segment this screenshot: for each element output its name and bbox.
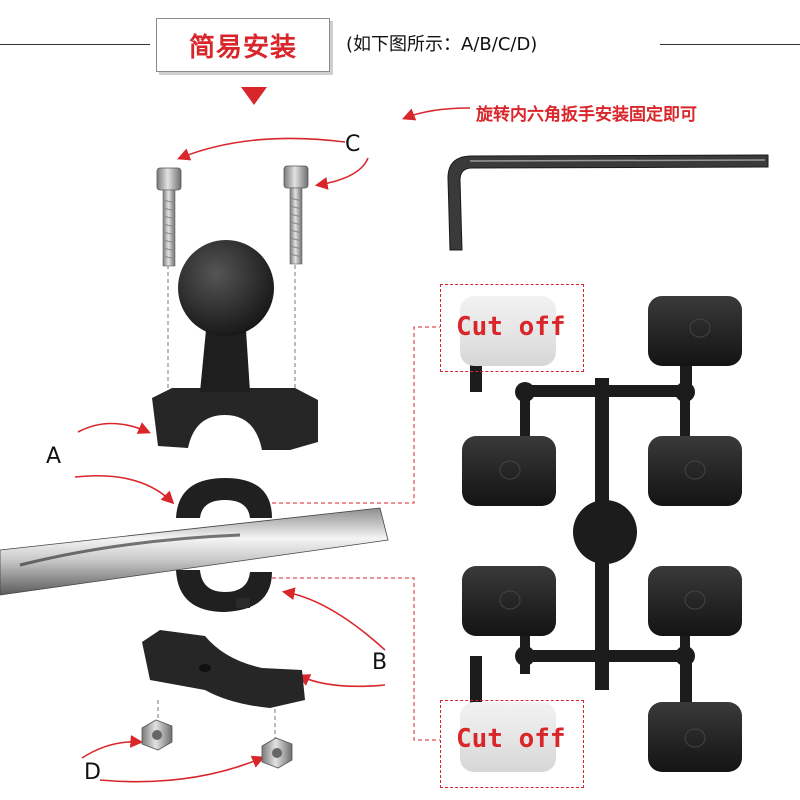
arrow-c-left: [177, 137, 346, 161]
arrow-c-right: [314, 157, 369, 190]
insert-mid-left: [462, 436, 556, 506]
cut-off-box-top: [440, 284, 584, 372]
screw-left: [156, 167, 182, 267]
handlebar-tube: [0, 507, 389, 596]
down-arrow-icon: [241, 87, 267, 105]
label-b: B: [372, 650, 388, 675]
page-title: 简易安装: [188, 32, 297, 63]
title-box: 简易安装: [156, 18, 330, 72]
nut-left: [141, 719, 173, 751]
insert-bottom-right: [648, 702, 742, 772]
sprue-frame: [470, 342, 695, 706]
insert-lower-right: [648, 566, 742, 636]
header-left-line: [0, 44, 150, 45]
hex-wrench-instruction: 旋转内六角扳手安装固定即可: [476, 105, 697, 125]
arrow-a-bottom: [74, 474, 175, 505]
label-c: C: [345, 132, 361, 157]
hex-wrench: [447, 154, 769, 251]
cut-off-box-bottom: [440, 700, 584, 788]
insert-cut-top: [460, 296, 556, 366]
arrow-b-bottom: [297, 674, 386, 688]
insert-mid-right: [648, 436, 742, 506]
arrow-wrench: [402, 107, 471, 121]
pointer-arrows: [74, 107, 471, 783]
arrow-b-top: [281, 587, 386, 651]
arrow-d-top: [81, 734, 144, 759]
insert-top-right: [648, 296, 742, 366]
label-d: D: [84, 760, 101, 785]
clamp-upper-half: [176, 478, 272, 518]
nut-right: [261, 737, 293, 769]
clamp-lower-half: [176, 570, 272, 612]
clamp-b: [142, 630, 305, 708]
insert-lower-left: [462, 566, 556, 636]
label-a: A: [46, 444, 62, 469]
header-right-line: [660, 44, 800, 45]
arrow-d-bottom: [99, 755, 265, 783]
insert-cut-bottom: [460, 702, 556, 772]
screw-right: [283, 165, 309, 265]
ball-mount-a: [152, 240, 318, 450]
subtitle: (如下图所示：A/B/C/D): [346, 34, 538, 55]
alignment-lines: [157, 265, 296, 740]
connector-lines: [272, 326, 440, 741]
arrow-a-top: [77, 422, 151, 434]
cut-off-label-bottom: Cut off: [456, 724, 566, 754]
cut-off-label-top: Cut off: [456, 312, 566, 342]
